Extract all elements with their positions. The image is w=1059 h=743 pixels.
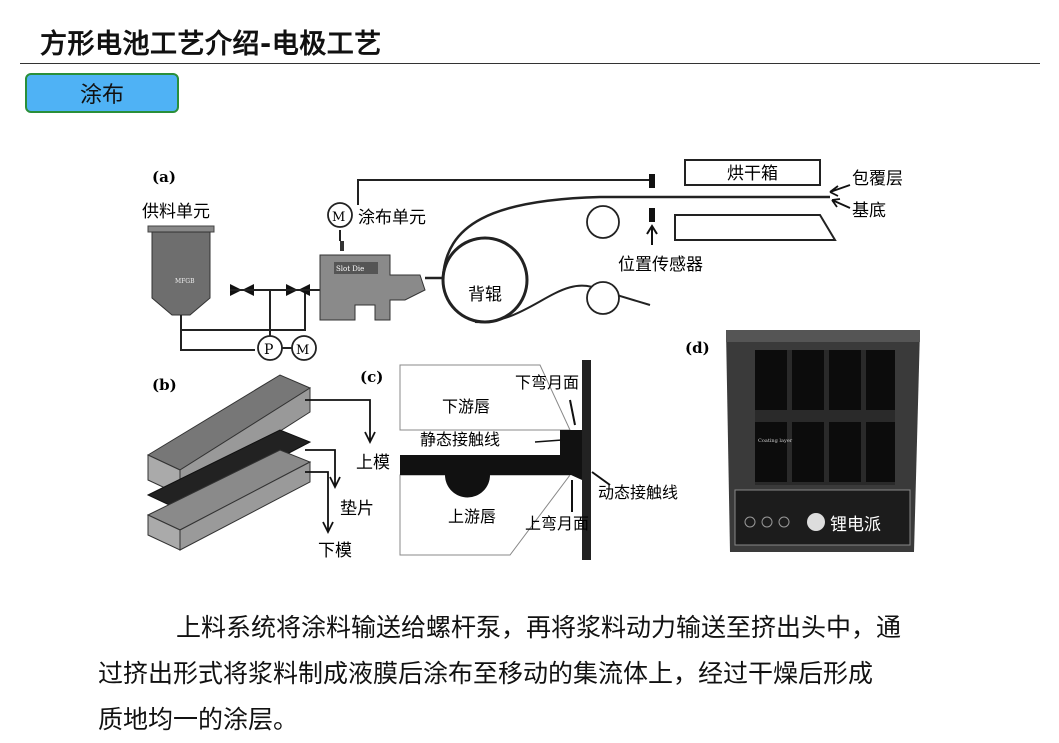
panel-c-letter: (c) <box>360 368 383 386</box>
static-contact-line-label: 静态接触线 <box>420 430 500 449</box>
coating-process-figure: (a) 供料单元 MFGB P M Slot Die M <box>142 159 920 561</box>
slot-die-label: Slot Die <box>336 265 364 273</box>
downstream-lip-label: 下游唇 <box>442 397 490 416</box>
sensor-arrow-icon <box>646 224 658 245</box>
coating-gap-fluid <box>400 455 580 475</box>
position-sensor-top <box>649 174 655 188</box>
position-sensor-label: 位置传感器 <box>618 255 703 275</box>
panel-d-letter: (d) <box>685 339 710 357</box>
lower-die-label: 下模 <box>318 541 352 561</box>
title-divider <box>20 63 1040 64</box>
panel-d-inner-label: Coating layer <box>758 438 793 444</box>
substrate-web <box>425 195 830 280</box>
tank-label: MFGB <box>175 278 195 285</box>
panel-b-letter: (b) <box>152 376 177 394</box>
paragraph-line-1: 上料系统将涂料输送给螺杆泵，再将浆料动力输送至挤出头中，通 <box>176 613 902 642</box>
return-pipe <box>180 330 255 351</box>
description-paragraph: 上料系统将涂料输送给螺杆泵，再将浆料动力输送至挤出头中，通 过挤出形式将浆料制成… <box>98 605 968 743</box>
oven-lower-plate <box>674 214 837 241</box>
position-sensor-bottom <box>649 208 655 222</box>
guide-roller-2 <box>586 281 620 315</box>
supply-tank: MFGB <box>147 225 215 316</box>
shim-label: 垫片 <box>340 499 374 519</box>
upper-die-label: 上模 <box>356 453 390 473</box>
panel-b: (b) 上模 垫片 下模 <box>146 374 390 561</box>
panel-d: (d) Coating layer 锂电派 <box>685 330 920 552</box>
upper-meniscus-label: 上弯月面 <box>525 514 589 533</box>
guide-roller-1 <box>586 205 620 239</box>
moving-substrate <box>582 360 591 560</box>
coating-motor-symbol: M <box>332 210 345 225</box>
watermark-label: 锂电派 <box>830 515 881 535</box>
slot-die: Slot Die <box>319 241 426 321</box>
pump-motor-symbol: M <box>296 343 309 358</box>
upstream-lip-label: 上游唇 <box>448 507 496 526</box>
panel-c: (c) 下游唇 下弯月面 静态接触线 动态接触线 上游唇 上弯月面 <box>360 360 678 560</box>
back-roll-label: 背辊 <box>468 285 502 305</box>
lower-meniscus-label: 下弯月面 <box>515 373 579 392</box>
coating-motor-icon <box>327 202 353 228</box>
pump-motor-icon <box>291 335 317 361</box>
panel-a: (a) 供料单元 MFGB P M Slot Die M <box>142 159 903 361</box>
back-roll <box>441 236 529 324</box>
dynamic-contact-line-label: 动态接触线 <box>598 483 678 502</box>
pump-symbol: P <box>264 342 273 358</box>
oven-box <box>684 159 821 186</box>
oven-label: 烘干箱 <box>727 164 778 184</box>
section-tag-coating: 涂布 <box>25 73 179 113</box>
coating-unit-label: 涂布单元 <box>358 208 426 228</box>
wechat-logo-icon <box>807 513 825 531</box>
substrate-label: 基底 <box>852 201 886 221</box>
paragraph-line-3: 质地均一的涂层。 <box>98 705 299 734</box>
panel-a-letter: (a) <box>152 168 176 186</box>
fluid-bead <box>445 475 490 498</box>
supply-unit-label: 供料单元 <box>142 202 210 222</box>
paragraph-line-2: 过挤出形式将浆料制成液膜后涂布至移动的集流体上，经过干燥后形成 <box>98 659 874 688</box>
page-title: 方形电池工艺介绍-电极工艺 <box>40 29 382 60</box>
sensor-signal-line <box>357 179 650 205</box>
coating-layer-label: 包覆层 <box>852 169 903 189</box>
